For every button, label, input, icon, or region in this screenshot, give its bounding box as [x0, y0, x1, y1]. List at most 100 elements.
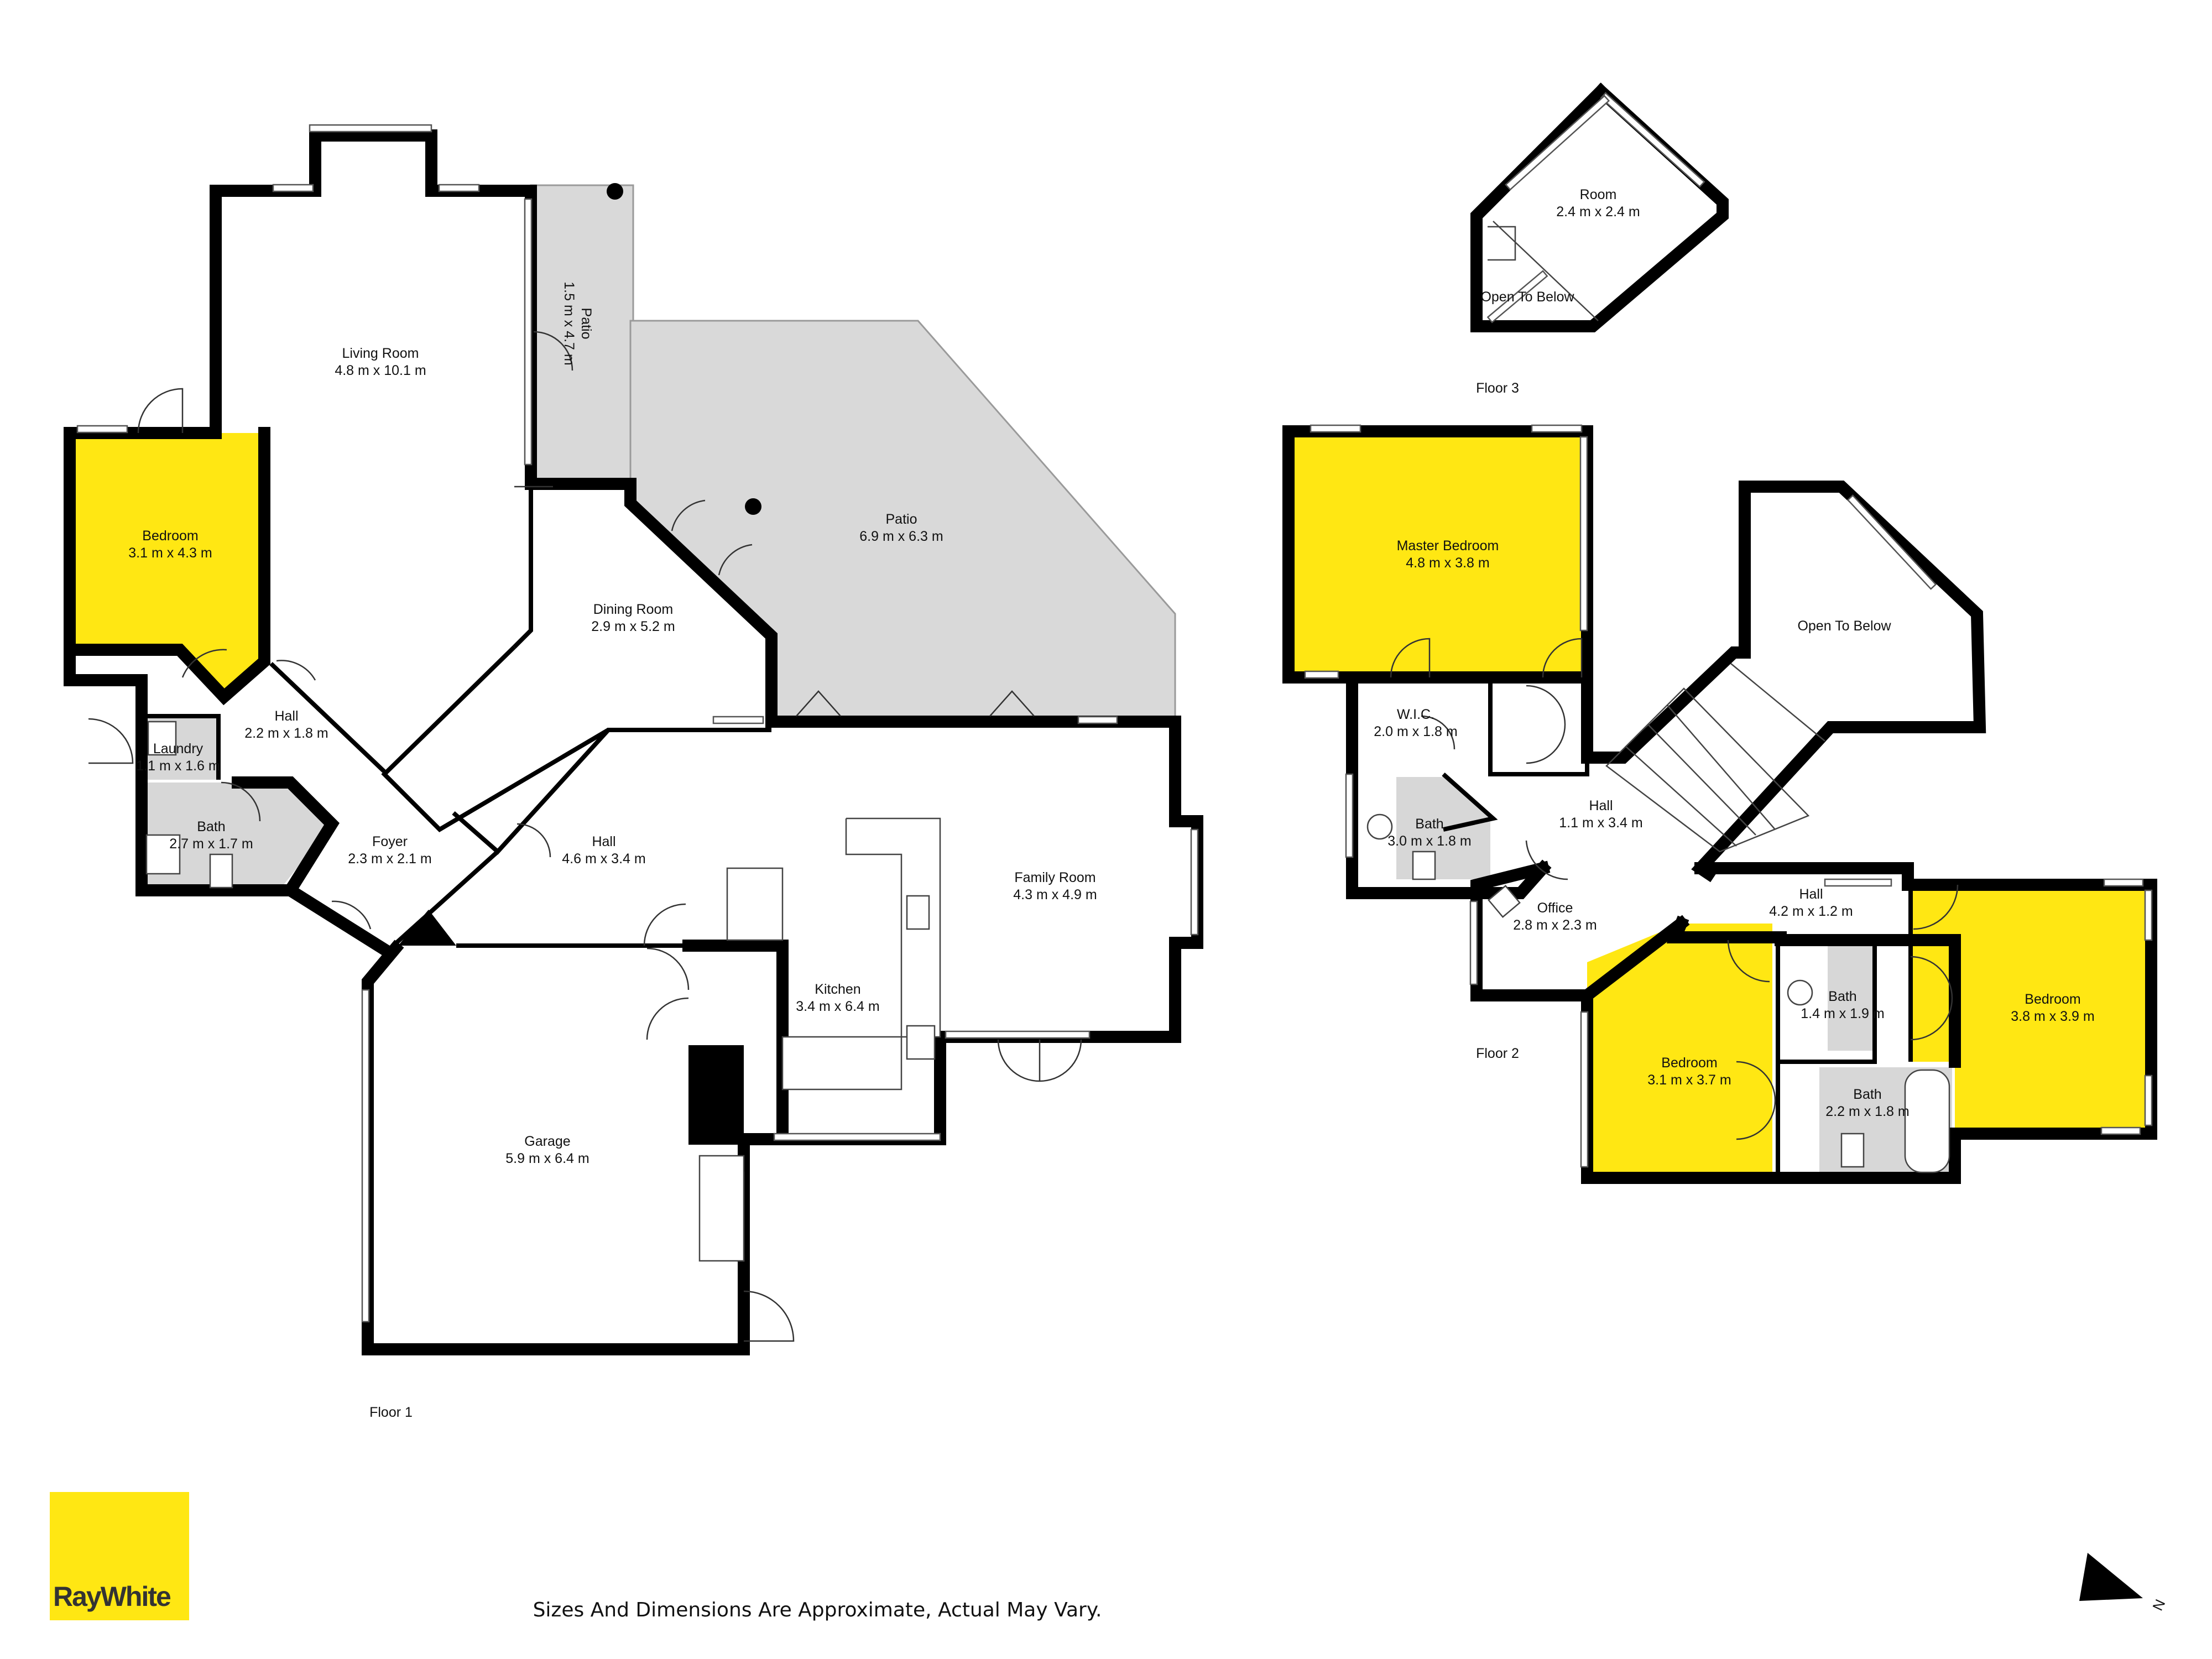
- room-name: Kitchen: [815, 982, 860, 997]
- window: [1304, 670, 1339, 679]
- window: [76, 425, 128, 434]
- door-swing: [1913, 884, 1959, 930]
- room-dims: 4.6 m x 3.4 m: [562, 851, 645, 867]
- floor-label: Floor 2: [1476, 1046, 1519, 1061]
- void-edge: [1730, 663, 1825, 742]
- room-dims: 3.1 m x 3.7 m: [1647, 1072, 1731, 1088]
- laundry-tub: [147, 721, 177, 756]
- room-dims: 4.8 m x 3.8 m: [1406, 555, 1489, 571]
- room-dims: 2.0 m x 1.8 m: [1374, 724, 1457, 739]
- window: [945, 1030, 1091, 1039]
- master-bedroom-fill: [1288, 431, 1587, 675]
- window: [272, 184, 314, 192]
- room-name: W.I.C.: [1397, 707, 1434, 722]
- cupboard: [698, 1155, 745, 1262]
- stair-f3: [1488, 226, 1516, 261]
- foyer-wedge: [398, 910, 456, 946]
- window: [1077, 716, 1118, 724]
- window: [438, 184, 480, 192]
- room-dims: 2.9 m x 5.2 m: [591, 619, 675, 634]
- toilet: [1840, 1133, 1865, 1168]
- disclaimer: Sizes And Dimensions Are Approximate, Ac…: [533, 1599, 1102, 1621]
- room-name: Bedroom: [142, 528, 198, 544]
- room-dims: 4.8 m x 10.1 m: [335, 363, 426, 378]
- window: [1580, 1011, 1589, 1168]
- door-swing: [276, 660, 316, 681]
- door-swing: [1542, 638, 1583, 678]
- door-swing: [796, 690, 1035, 717]
- post-marker: [607, 183, 623, 200]
- room-f3-wall: [1470, 82, 1729, 332]
- cooktop: [906, 1025, 936, 1060]
- window: [1505, 95, 1610, 191]
- window: [2144, 1074, 2153, 1126]
- brand-logo: RayWhite: [50, 1492, 189, 1620]
- room-dims: 3.4 m x 6.4 m: [796, 999, 879, 1014]
- window: [1846, 494, 1937, 590]
- compass-letter: N: [2149, 1597, 2168, 1613]
- room-dims: 2.7 m x 1.7 m: [169, 836, 253, 852]
- dining-room-wall: [513, 484, 533, 649]
- door-swing: [1390, 638, 1431, 678]
- room-name: Room: [1580, 187, 1617, 202]
- door-swing: [643, 903, 686, 946]
- window: [1345, 773, 1354, 858]
- door-swing: [137, 388, 184, 434]
- room-dims: 1.4 m x 1.9 m: [1801, 1006, 1884, 1021]
- room-labels: Living Room 4.8 m x 10.1 m Patio 1.5 m x…: [128, 187, 2094, 1621]
- room-name: Laundry: [153, 741, 204, 757]
- basin: [1787, 979, 1813, 1006]
- basin: [1366, 813, 1393, 840]
- window: [2144, 889, 2153, 941]
- room-dims: 4.3 m x 4.9 m: [1013, 887, 1097, 902]
- window: [309, 124, 432, 133]
- room-dims: 3.1 m x 4.3 m: [128, 545, 212, 561]
- bath-vanity: [145, 834, 181, 875]
- bedroom-f1-wall: [64, 427, 340, 896]
- bedroom-f2-left-fill: [1587, 924, 1772, 1178]
- door-swing: [671, 499, 753, 576]
- bath-f2-wall: [1666, 915, 1961, 1068]
- stair-tread: [1625, 746, 1737, 847]
- room-dims: 1.5 m x 4.7 m: [561, 281, 577, 365]
- room-name: Hall: [1589, 798, 1613, 813]
- bedroom-f1-diagonal: [64, 427, 270, 706]
- hall-f2-wall: [1581, 481, 1986, 883]
- floor-2: [1282, 424, 2157, 1184]
- window: [1531, 424, 1583, 433]
- room-dims: 2.2 m x 1.8 m: [1825, 1104, 1909, 1119]
- floor-1: [64, 124, 1203, 1355]
- room-name: Bath: [197, 819, 225, 834]
- kitchen-pillar: [688, 1045, 744, 1145]
- room-dims: 2.3 m x 2.1 m: [348, 851, 431, 867]
- door-swing: [221, 781, 261, 822]
- stair-f2: [1605, 687, 1810, 853]
- void-label: Open To Below: [1797, 618, 1891, 634]
- window: [1579, 436, 1588, 632]
- void-edge: [1493, 221, 1599, 321]
- hall-wall: [381, 645, 610, 833]
- room-name: Bath: [1415, 816, 1443, 832]
- closet-wall: [1488, 677, 1589, 776]
- kitchen-counter: [781, 817, 941, 1091]
- door-swing: [88, 718, 134, 764]
- room-name: Living Room: [342, 346, 419, 361]
- door-swing: [181, 649, 227, 678]
- door-swing: [743, 1290, 795, 1342]
- door-swing: [1910, 956, 1953, 1041]
- door-swing: [514, 331, 573, 488]
- room-dims: 4.2 m x 1.2 m: [1769, 904, 1853, 919]
- door-swing: [1525, 840, 1568, 880]
- room-name: Garage: [524, 1134, 570, 1149]
- bedroom-f1-fill: [70, 433, 264, 697]
- window: [2100, 1126, 2141, 1135]
- window: [1310, 424, 1361, 433]
- window: [712, 716, 764, 724]
- foyer-wall: [281, 881, 396, 960]
- stair-tread: [1667, 705, 1776, 830]
- window: [1600, 92, 1705, 188]
- window: [1824, 878, 1892, 887]
- window: [524, 198, 533, 466]
- room-name: Bath: [1828, 989, 1856, 1004]
